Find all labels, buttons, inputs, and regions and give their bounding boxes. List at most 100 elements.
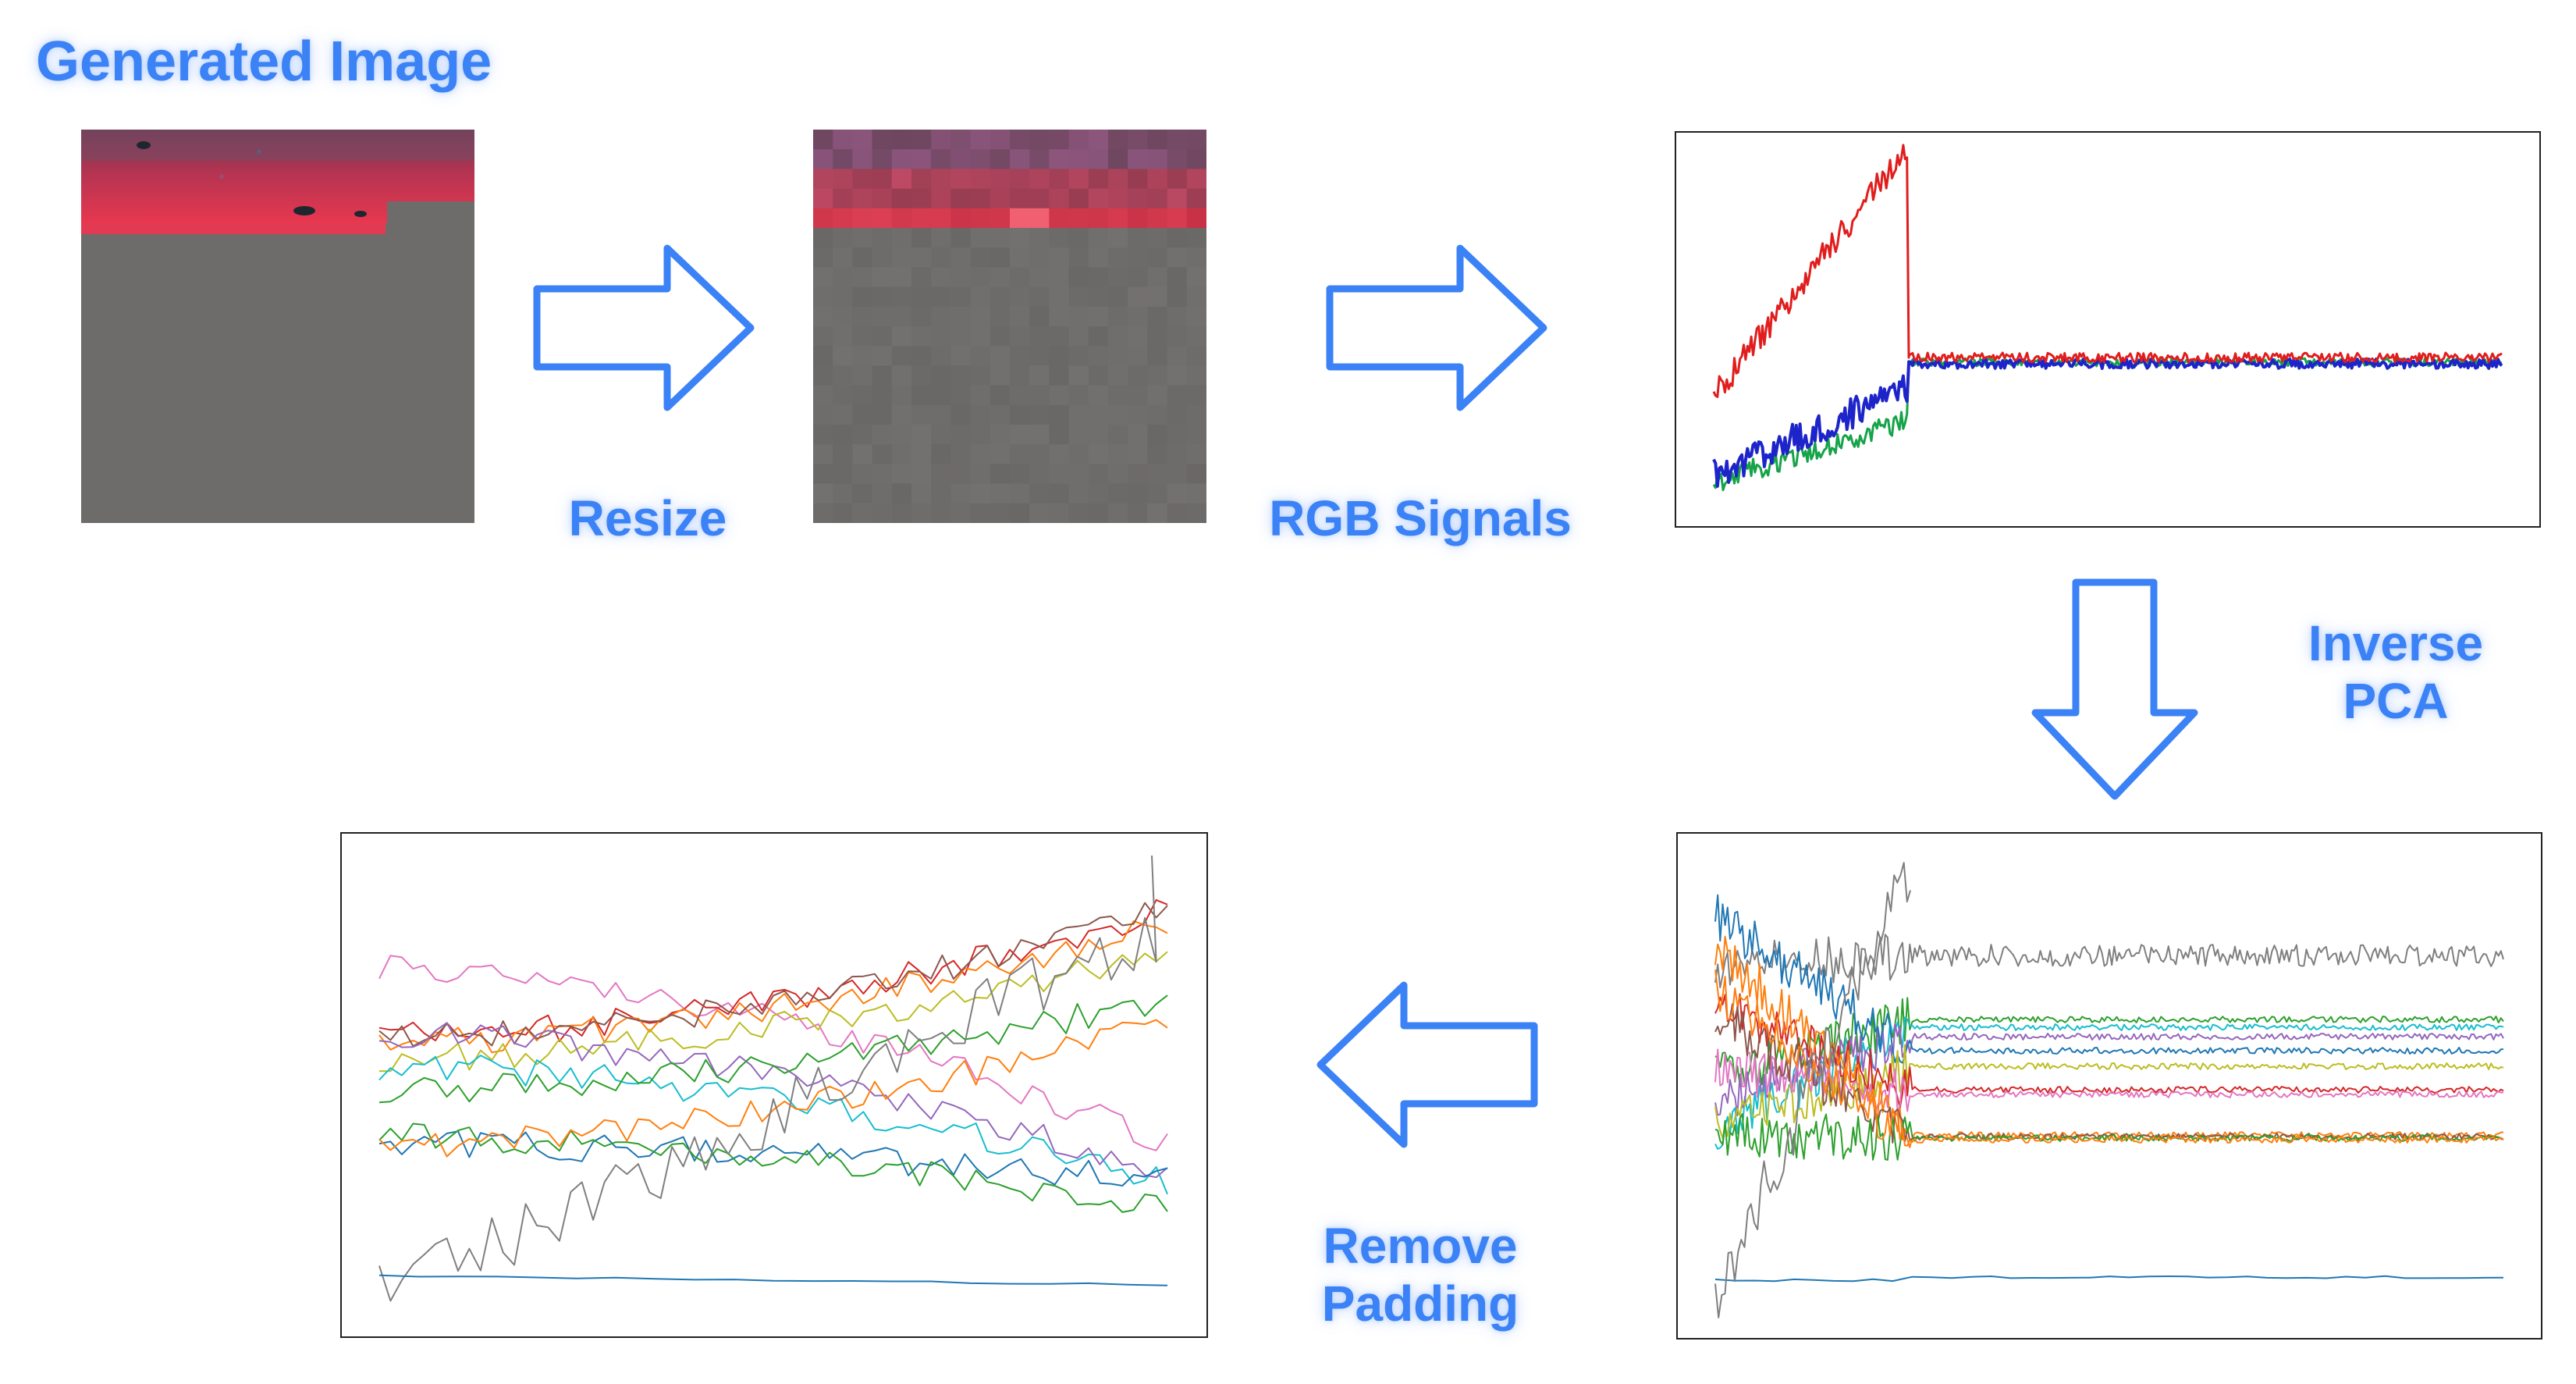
down-arrow-icon (2031, 578, 2198, 800)
pixel-cell (970, 503, 991, 523)
pixel-cell (950, 208, 972, 229)
pixel-cell (931, 130, 951, 150)
pixel-cell (911, 130, 932, 150)
pixel-cell (1147, 208, 1168, 229)
pixel-cell (931, 247, 951, 268)
pixel-cell (872, 346, 893, 366)
pixel-cell (891, 404, 912, 425)
pixel-cell (970, 130, 991, 150)
pixel-cell (1049, 228, 1070, 248)
pixel-cell (1068, 346, 1089, 366)
pixel-cell (911, 306, 932, 327)
pixel-cell (1128, 464, 1148, 485)
pixel-cell (1010, 483, 1030, 504)
pixel-cell (1010, 208, 1050, 228)
pixel-cell (911, 228, 932, 248)
pixel-cell (872, 267, 893, 288)
pixel-cell (813, 404, 833, 425)
pixel-cell (1186, 385, 1206, 406)
pixel-cell (1167, 149, 1188, 169)
step-label-remove-padding: Remove Padding (1280, 1218, 1561, 1332)
pixel-cell (931, 169, 951, 190)
pixel-cell (872, 365, 893, 386)
pixel-cell (813, 425, 833, 445)
pixel-cell (1128, 286, 1148, 308)
pixel-cell (931, 503, 951, 523)
pixel-cell (1167, 286, 1188, 308)
pixel-cell (1010, 169, 1030, 190)
pixel-cell (911, 208, 932, 229)
pixel-cell (852, 385, 873, 406)
pixel-cell (872, 385, 893, 406)
pixel-cell (872, 149, 893, 169)
pixel-cell (1167, 444, 1188, 464)
pixel-cell (950, 444, 972, 464)
step-label-remove-padding-line1: Remove (1323, 1218, 1518, 1274)
pixel-cell (1029, 267, 1050, 288)
pixel-cell (833, 346, 853, 366)
pixel-cell (950, 346, 972, 366)
pixel-cell (833, 169, 853, 190)
pixel-cell (1029, 228, 1050, 248)
pixel-cell (1128, 365, 1148, 386)
pixel-cell (852, 228, 873, 248)
pixel-cell (911, 267, 932, 288)
pixel-cell (1049, 326, 1070, 347)
pixel-cell (990, 169, 1011, 190)
pixel-cell (1108, 208, 1128, 229)
pixel-cell (872, 169, 893, 190)
pixel-cell (1147, 267, 1168, 288)
pixel-cell (833, 188, 853, 209)
pixel-cell (950, 365, 972, 386)
pixel-cell (852, 149, 873, 169)
blue-signal-line (1712, 358, 2503, 488)
pixel-cell (911, 149, 932, 169)
pixel-cell (813, 267, 833, 288)
pixel-cell (1128, 306, 1148, 327)
pixel-cell (950, 247, 972, 268)
pixel-cell (1186, 208, 1206, 229)
pixel-cell (1068, 306, 1089, 327)
pixel-cell (852, 267, 873, 288)
step-label-rgb-signals: RGB Signals (1269, 490, 1572, 546)
pixel-cell (1049, 247, 1070, 268)
pixel-cell (1108, 267, 1128, 288)
pixel-cell (1068, 503, 1089, 523)
pixel-cell (1108, 326, 1128, 347)
pixel-cell (833, 228, 853, 248)
pixel-cell (970, 149, 991, 169)
pixel-cell (852, 404, 873, 425)
pixel-cell (1010, 365, 1030, 386)
pixel-cell (970, 464, 991, 485)
pixel-cell (1167, 267, 1188, 288)
inverse-pca-plot (1676, 832, 2542, 1340)
pixel-cell (911, 385, 932, 406)
pixel-cell (1029, 444, 1050, 464)
pixel-cell (1128, 404, 1148, 425)
pixel-cell (1088, 326, 1109, 347)
pixel-cell (1108, 286, 1128, 308)
diagram-title: Generated Image (36, 30, 492, 93)
pixel-cell (813, 188, 833, 209)
pixel-cell (931, 306, 951, 327)
pixel-cell (1147, 286, 1168, 308)
pixel-cell (1167, 208, 1188, 229)
pixel-cell (970, 444, 991, 464)
pixel-cell (911, 404, 932, 425)
pixel-cell (852, 169, 873, 190)
pixel-cell (833, 464, 853, 485)
pixel-cell (990, 306, 1011, 327)
pca-component-line (1714, 894, 2504, 1064)
pixel-cell (1108, 483, 1128, 504)
signal-channel-line (378, 1122, 1168, 1213)
pixel-cell (1029, 326, 1050, 347)
pixel-cell (1068, 365, 1089, 386)
pixel-cell (1088, 385, 1109, 406)
pixel-cell (891, 188, 912, 209)
pixel-cell (813, 464, 833, 485)
pixel-cell (833, 444, 853, 464)
pixel-cell (1049, 464, 1070, 485)
pixel-cell (1147, 149, 1168, 169)
pixel-cell (1088, 208, 1109, 229)
pixel-cell (990, 228, 1011, 248)
